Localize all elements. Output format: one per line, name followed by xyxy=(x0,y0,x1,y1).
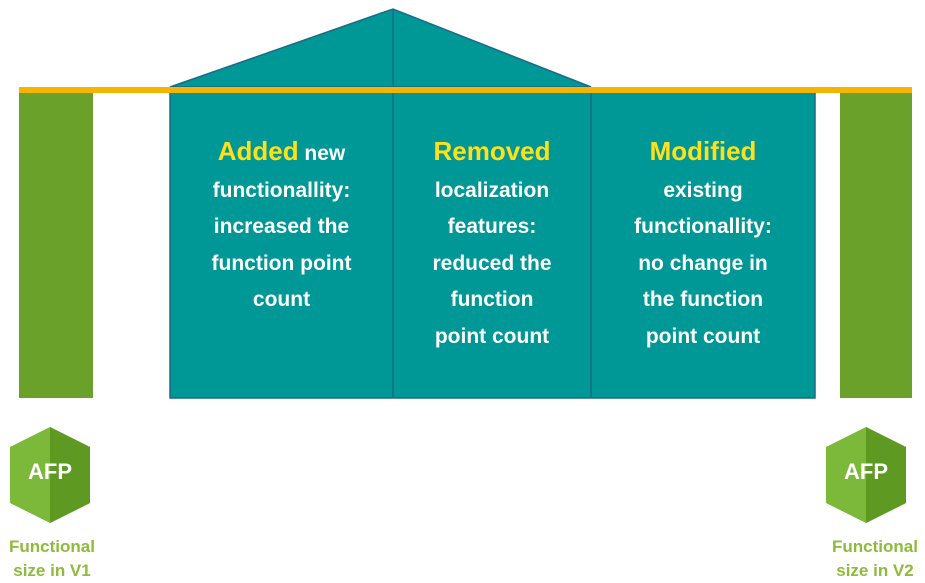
top-beam xyxy=(19,87,912,93)
afp-badge-right: AFP xyxy=(826,427,906,523)
panel-added: Added new functionallity: increased the … xyxy=(170,93,393,398)
modified-line-5: the function xyxy=(642,288,764,311)
afp-label-right: AFP xyxy=(844,459,888,484)
added-line-1: Added new xyxy=(218,133,346,173)
caption-left-line-2: size in V1 xyxy=(13,561,91,580)
modified-line-1: Modified xyxy=(650,133,757,173)
afp-badge-left: AFP xyxy=(10,427,90,523)
added-line-5: count xyxy=(252,288,311,311)
caption-left-line-1: Functional xyxy=(9,537,95,556)
cube-icon xyxy=(826,427,906,523)
afp-label-left: AFP xyxy=(28,459,72,484)
added-line-4: function point xyxy=(211,251,352,275)
modified-line-2: existing xyxy=(663,178,743,202)
removed-line-5: function xyxy=(450,288,534,311)
modified-line-3: functionallity: xyxy=(634,215,772,238)
panel-modified: Modified existing functionallity: no cha… xyxy=(591,93,815,398)
caption-right-line-1: Functional xyxy=(832,537,918,556)
added-line-2: functionallity: xyxy=(212,178,351,202)
right-pillar xyxy=(840,92,912,398)
caption-left: Functional size in V1 xyxy=(0,535,107,583)
removed-line-3: features: xyxy=(447,215,537,238)
removed-line-4: reduced the xyxy=(432,251,552,275)
caption-right: Functional size in V2 xyxy=(820,535,925,583)
cube-icon xyxy=(10,427,90,523)
removed-line-6: point count xyxy=(434,324,550,348)
modified-highlight: Modified xyxy=(649,136,757,166)
roof xyxy=(169,8,592,88)
panel-removed: Removed localization features: reduced t… xyxy=(393,93,591,398)
house-body xyxy=(169,91,816,399)
caption-right-line-2: size in V2 xyxy=(836,561,914,580)
removed-line-2: localization xyxy=(434,178,550,202)
house-shape xyxy=(169,8,816,399)
removed-line-1: Removed xyxy=(433,133,550,173)
added-highlight: Added xyxy=(217,136,299,166)
added-text-1: new xyxy=(298,142,346,165)
added-line-3: increased the xyxy=(213,215,350,238)
left-pillar xyxy=(19,92,93,398)
modified-line-6: point count xyxy=(645,324,761,348)
modified-line-4: no change in xyxy=(638,251,768,275)
removed-highlight: Removed xyxy=(433,136,551,166)
